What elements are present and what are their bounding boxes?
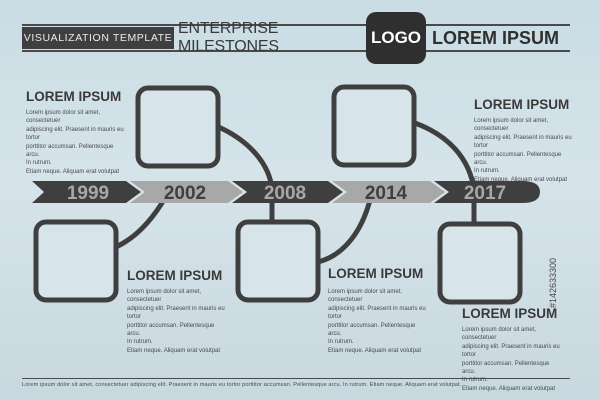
milestone-title-2017: LOREM IPSUM — [462, 306, 558, 321]
logo-badge: LOGO — [366, 12, 426, 64]
body-line: Etiam neque. Aliquam erat volutpat — [474, 176, 568, 183]
year-band — [32, 181, 540, 203]
footer-text: Lorem ipsum dolor sit amet, consectetuer… — [22, 382, 462, 388]
milestone-box-2002 — [135, 85, 221, 169]
body-line: Lorem ipsum dolor sit amet, consectetuer — [26, 110, 101, 125]
body-line: Lorem ipsum dolor sit amet, consectetuer — [474, 118, 549, 133]
body-line: Etiam neque. Aliquam erat volutpat — [462, 385, 556, 392]
body-line: porttitor accumsan. Pellentesque arcu. — [474, 151, 562, 167]
milestone-body-2014: Lorem ipsum dolor sit amet, consectetuer… — [474, 117, 574, 184]
milestone-box-2017 — [437, 221, 523, 305]
year-segment-2014 — [332, 181, 445, 203]
visualization-template-label: VISUALIZATION TEMPLATE — [22, 27, 174, 49]
year-label-2002: 2002 — [164, 183, 206, 204]
header-title: LOREM IPSUM — [432, 27, 560, 48]
body-line: adipiscing elit. Praesent in mauris eu t… — [462, 343, 560, 359]
connector-1999 — [115, 195, 168, 249]
body-line: In rutrum. — [462, 377, 488, 384]
milestone-body-2002: Lorem ipsum dolor sit amet, consectetuer… — [127, 288, 227, 355]
header-top-rule — [22, 24, 570, 26]
body-line: adipiscing elit. Praesent in mauris eu t… — [127, 305, 225, 321]
body-line: adipiscing elit. Praesent in mauris eu t… — [474, 134, 572, 150]
year-segment-2008 — [232, 181, 343, 203]
body-line: porttitor accumsan. Pellentesque arcu. — [127, 322, 215, 338]
milestone-title-2014: LOREM IPSUM — [474, 97, 570, 112]
year-segment-2017 — [434, 181, 540, 203]
body-line: Etiam neque. Aliquam erat volutpat — [26, 168, 120, 175]
body-line: In rutrum. — [26, 160, 52, 167]
body-line: Etiam neque. Aliquam erat volutpat — [328, 347, 422, 354]
body-line: porttitor accumsan. Pellentesque arcu. — [462, 360, 550, 376]
milestone-title-1999: LOREM IPSUM — [26, 89, 122, 104]
milestone-box-2008 — [235, 219, 321, 303]
body-line: In rutrum. — [328, 339, 354, 346]
milestone-body-1999: Lorem ipsum dolor sit amet, consectetuer… — [26, 109, 126, 176]
milestone-body-2017: Lorem ipsum dolor sit amet, consectetuer… — [462, 326, 562, 393]
footer-rule — [22, 378, 570, 379]
body-line: Lorem ipsum dolor sit amet, consectetuer — [462, 327, 537, 342]
body-line: porttitor accumsan. Pellentesque arcu. — [328, 322, 416, 338]
connector-2014 — [409, 119, 477, 225]
year-label-1999: 1999 — [67, 183, 109, 204]
year-label-2008: 2008 — [264, 183, 306, 204]
milestone-body-2008: Lorem ipsum dolor sit amet, consectetuer… — [328, 288, 428, 355]
body-line: Etiam neque. Aliquam erat volutpat — [127, 347, 221, 354]
body-line: In rutrum. — [127, 339, 153, 346]
stock-id-watermark: #142633300 — [548, 257, 558, 308]
year-label-2014: 2014 — [365, 183, 408, 204]
year-segment-2002 — [130, 181, 243, 203]
milestone-title-2002: LOREM IPSUM — [127, 268, 223, 283]
body-line: adipiscing elit. Praesent in mauris eu t… — [26, 126, 124, 142]
year-label-2017: 2017 — [464, 183, 506, 204]
connector-2008 — [315, 197, 373, 265]
body-line: In rutrum. — [474, 168, 500, 175]
body-line: adipiscing elit. Praesent in mauris eu t… — [328, 305, 426, 321]
year-segment-1999 — [32, 181, 141, 203]
milestone-box-1999 — [33, 219, 119, 303]
milestone-box-2014 — [331, 84, 417, 168]
milestone-title-2008: LOREM IPSUM — [328, 266, 424, 281]
header-bottom-rule — [22, 50, 570, 52]
connector-2002 — [211, 122, 275, 224]
body-line: Lorem ipsum dolor sit amet, consectetuer — [328, 289, 403, 304]
body-line: Lorem ipsum dolor sit amet, consectetuer — [127, 289, 202, 304]
body-line: porttitor accumsan. Pellentesque arcu. — [26, 143, 114, 159]
